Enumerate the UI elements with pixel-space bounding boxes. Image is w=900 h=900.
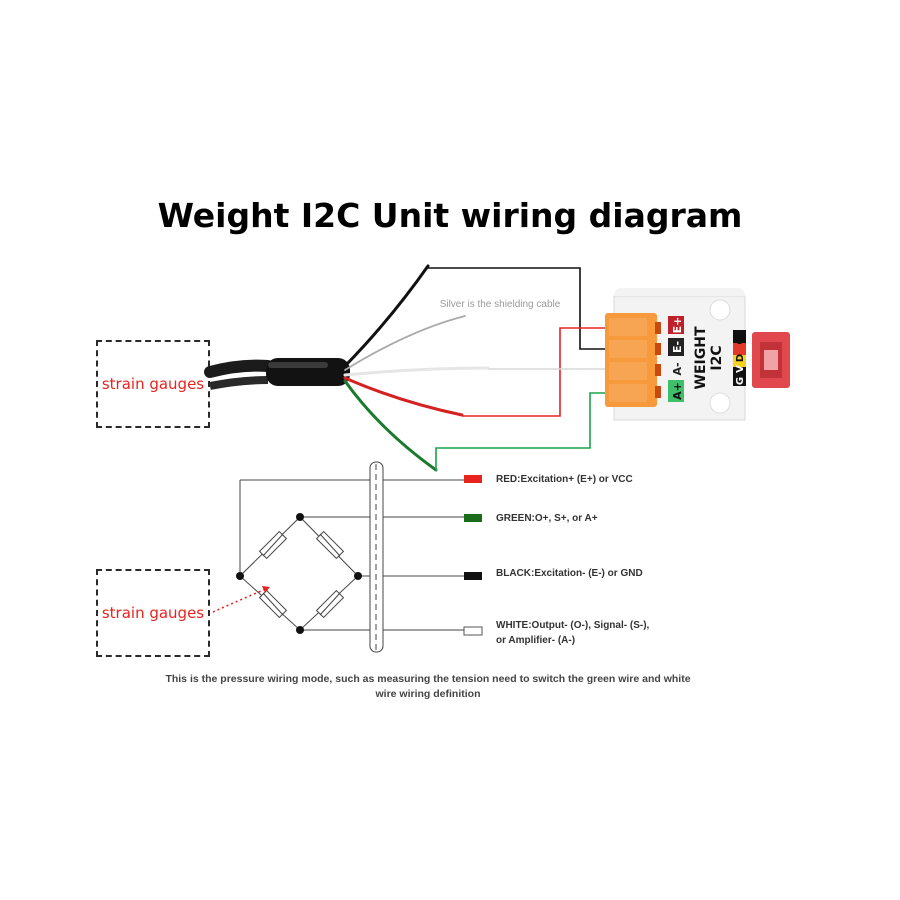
shield-annotation: Silver is the shielding cable	[440, 299, 561, 310]
weight-i2c-unit: E+ E- A- A+ WEIGHT I2C G V D C	[605, 288, 790, 421]
strain-gauges-box-top: strain gauges	[96, 340, 210, 428]
cable	[204, 358, 350, 390]
legend-label-red: RED:Excitation+ (E+) or VCC	[496, 474, 633, 485]
legend-swatch-white	[463, 626, 483, 636]
green-wire-loose	[343, 379, 438, 472]
shield-tube	[369, 461, 384, 653]
terminal-block	[605, 313, 657, 407]
mount-hole-bottom	[709, 392, 731, 414]
legend-swatch-red	[464, 475, 482, 483]
strain-gauges-label-top: strain gauges	[101, 375, 205, 393]
legend-label-green: GREEN:O+, S+, or A+	[496, 513, 598, 524]
legend: RED:Excitation+ (E+) or VCC GREEN:O+, S+…	[463, 474, 650, 646]
silver-wire	[344, 315, 466, 371]
loose-wires	[343, 264, 490, 472]
terminal-label-a-minus: A-	[671, 362, 684, 375]
terminal-label-e-minus: E-	[671, 341, 684, 353]
unit-name-line1: WEIGHT	[693, 326, 709, 389]
legend-label-white-line2: or Amplifier- (A-)	[496, 635, 575, 646]
legend-swatch-black	[464, 572, 482, 580]
strain-gauges-label-bottom: strain gauges	[101, 604, 205, 622]
diagram-title: Weight I2C Unit wiring diagram	[157, 196, 743, 235]
grove-label-v: V	[735, 365, 746, 373]
strain-gauges-box-bottom: strain gauges	[96, 569, 210, 657]
red-wire-loose	[343, 376, 464, 417]
arrow-head	[262, 586, 270, 593]
mount-hole-top	[709, 299, 731, 321]
unit-name-line2: I2C	[709, 345, 725, 370]
bridge-circuit	[239, 479, 470, 631]
legend-swatch-green	[464, 514, 482, 522]
grove-label-g: G	[735, 377, 746, 385]
legend-label-black: BLACK:Excitation- (E-) or GND	[496, 568, 643, 579]
note-line2: wire wiring definition	[375, 688, 481, 700]
black-wire-loose	[343, 264, 430, 368]
bridge-nodes	[236, 513, 362, 634]
legend-label-white-line1: WHITE:Output- (O-), Signal- (S-),	[496, 620, 650, 631]
grove-label-d: D	[735, 354, 746, 362]
white-wire-loose	[343, 366, 490, 377]
note-line1: This is the pressure wiring mode, such a…	[165, 673, 690, 685]
grove-label-c: C	[735, 337, 746, 344]
terminal-label-a-plus: A+	[671, 382, 684, 400]
strain-gauge-arrow	[212, 587, 269, 613]
terminal-label-e-plus: E+	[671, 317, 684, 334]
